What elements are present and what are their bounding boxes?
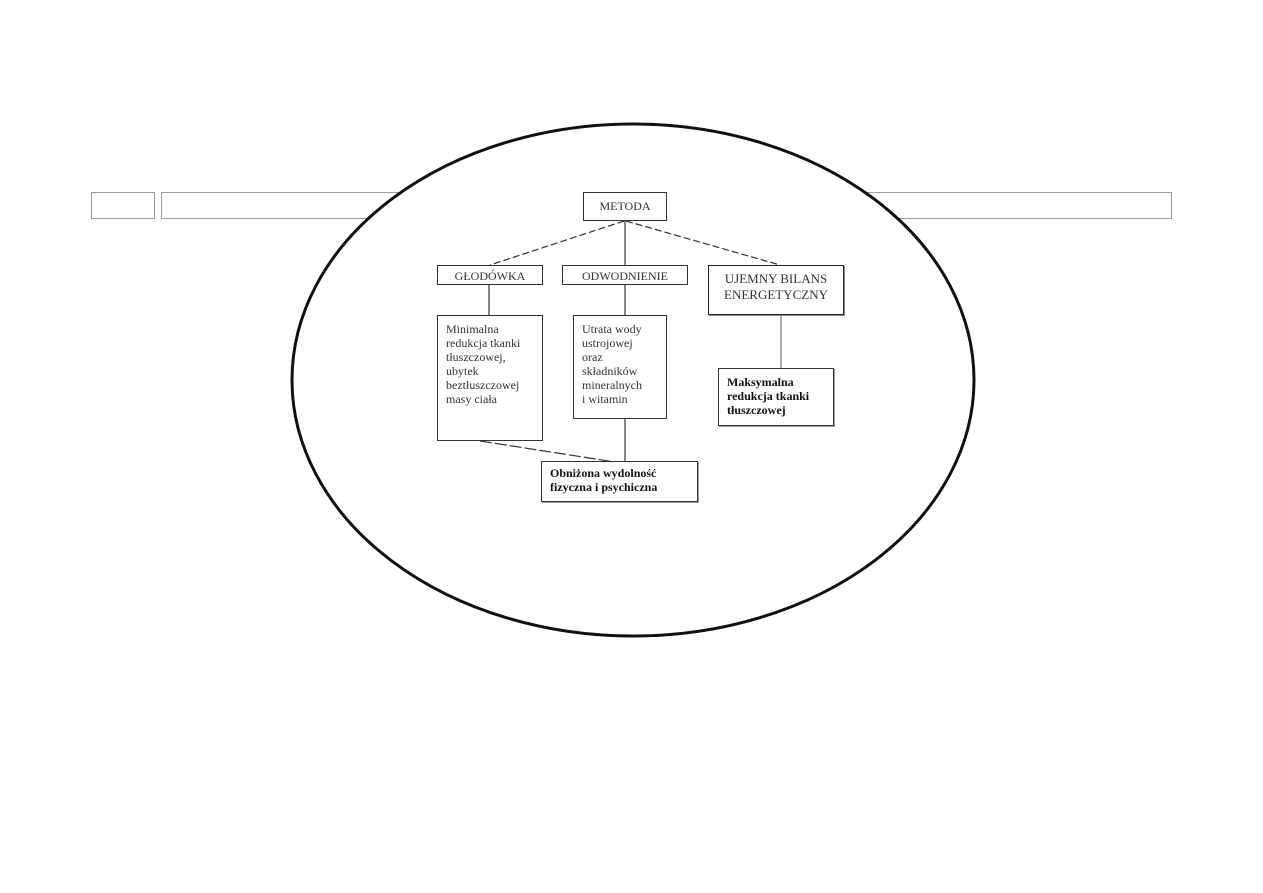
node-glodowka-effect: Minimalna redukcja tkanki tłuszczowej, u… [437, 315, 543, 441]
node-odwodnienie: ODWODNIENIE [562, 265, 688, 285]
node-ujemny-bilans: UJEMNY BILANS ENERGETYCZNY [708, 265, 844, 315]
node-glodowka-label: GŁODÓWKA [454, 269, 526, 283]
node-ujemny-bilans-label: UJEMNY BILANS ENERGETYCZNY [724, 271, 828, 302]
node-root: METODA [583, 192, 667, 221]
node-odwodnienie-effect: Utrata wody ustrojowej oraz składników m… [573, 315, 667, 419]
node-shared-outcome: Obniżona wydolność fizyczna i psychiczna [541, 461, 698, 502]
node-glodowka-effect-text: Minimalna redukcja tkanki tłuszczowej, u… [446, 322, 521, 406]
node-odwodnienie-effect-text: Utrata wody ustrojowej oraz składników m… [582, 322, 642, 406]
node-ujemny-bilans-effect: Maksymalna redukcja tkanki tłuszczowej [718, 368, 834, 426]
node-odwodnienie-label: ODWODNIENIE [582, 269, 668, 283]
node-glodowka: GŁODÓWKA [437, 265, 543, 285]
connector-root-ujemny [625, 220, 781, 266]
node-root-label: METODA [599, 199, 651, 213]
node-ujemny-bilans-effect-text: Maksymalna redukcja tkanki tłuszczowej [727, 375, 810, 417]
connector-glodowka-outcome [479, 440, 616, 463]
node-shared-outcome-text: Obniżona wydolność fizyczna i psychiczna [550, 466, 658, 494]
connector-root-glodowka [489, 220, 625, 266]
header-cell-left [91, 192, 155, 219]
